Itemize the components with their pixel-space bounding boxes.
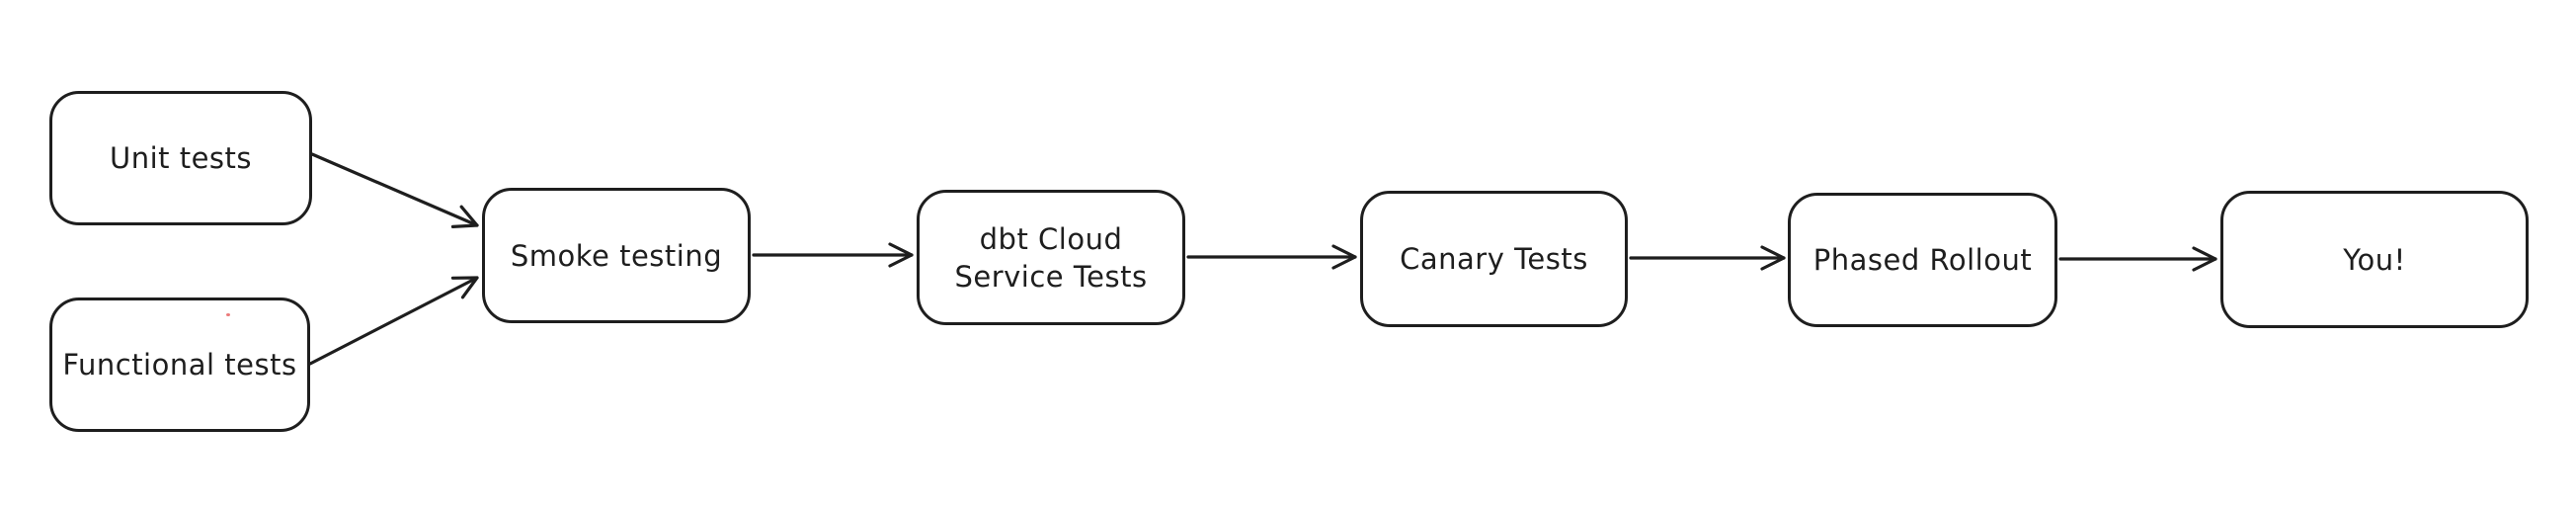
node-canary-tests[interactable]: Canary Tests: [1360, 191, 1628, 327]
node-you-label: You!: [2343, 242, 2406, 277]
node-phased-rollout[interactable]: Phased Rollout: [1788, 193, 2057, 327]
node-functional-tests-label: Functional tests: [62, 348, 297, 382]
node-dbt-cloud-service-tests[interactable]: dbt Cloud Service Tests: [917, 190, 1185, 325]
node-dbt-cloud-service-tests-label-line-1: dbt Cloud: [979, 221, 1123, 256]
edge-functional-tests-to-smoke-testing[interactable]: [308, 276, 479, 366]
node-dbt-cloud-service-tests-label-line-2: Service Tests: [954, 259, 1148, 294]
node-functional-tests[interactable]: Functional tests: [49, 298, 310, 432]
edge-unit-tests-to-smoke-testing[interactable]: [310, 152, 479, 228]
node-unit-tests[interactable]: Unit tests: [49, 91, 312, 225]
node-phased-rollout-label: Phased Rollout: [1812, 243, 2033, 277]
node-unit-tests-label: Unit tests: [109, 141, 253, 175]
node-smoke-testing[interactable]: Smoke testing: [482, 188, 751, 323]
node-you[interactable]: You!: [2220, 191, 2529, 328]
stray-red-dot: [226, 313, 230, 316]
node-smoke-testing-label: Smoke testing: [510, 238, 723, 273]
node-canary-tests-label: Canary Tests: [1400, 242, 1588, 276]
